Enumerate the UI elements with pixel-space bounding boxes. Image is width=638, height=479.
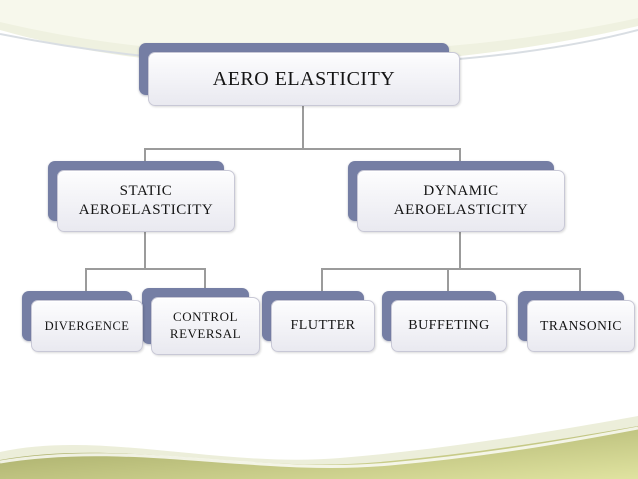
node-label: CONTROL REVERSAL [169,309,242,341]
connector-flutter-drop [321,268,323,302]
connector-static-stem [144,230,146,268]
node-label: AERO ELASTICITY [212,68,396,90]
connector-static-bar [85,268,206,270]
node-label: TRANSONIC [540,318,622,334]
node-label: BUFFETING [408,317,490,333]
connector-dynamic-bar [321,268,581,270]
node-aero-elasticity: AERO ELASTICITY [148,52,460,106]
node-label: DYNAMIC AEROELASTICITY [393,182,529,219]
node-buffeting: BUFFETING [391,300,507,352]
node-label: FLUTTER [290,317,356,333]
node-dynamic-aeroelasticity: DYNAMIC AEROELASTICITY [357,170,565,232]
node-flutter: FLUTTER [271,300,375,352]
connector-control-drop [204,268,206,298]
connector-dynamic-stem [459,230,461,268]
connector-level2-bar [144,148,461,150]
connector-root-stem [302,104,304,148]
connector-transonic-drop [579,268,581,302]
node-divergence: DIVERGENCE [31,300,143,352]
node-label: STATIC AEROELASTICITY [78,182,214,219]
node-control-reversal: CONTROL REVERSAL [151,297,260,355]
connector-buffeting-drop [447,268,449,302]
node-transonic: TRANSONIC [527,300,635,352]
node-static-aeroelasticity: STATIC AEROELASTICITY [57,170,235,232]
connector-dynamic-drop [459,148,461,172]
connector-static-drop [144,148,146,172]
connector-divergence-drop [85,268,87,302]
node-label: DIVERGENCE [44,318,130,333]
